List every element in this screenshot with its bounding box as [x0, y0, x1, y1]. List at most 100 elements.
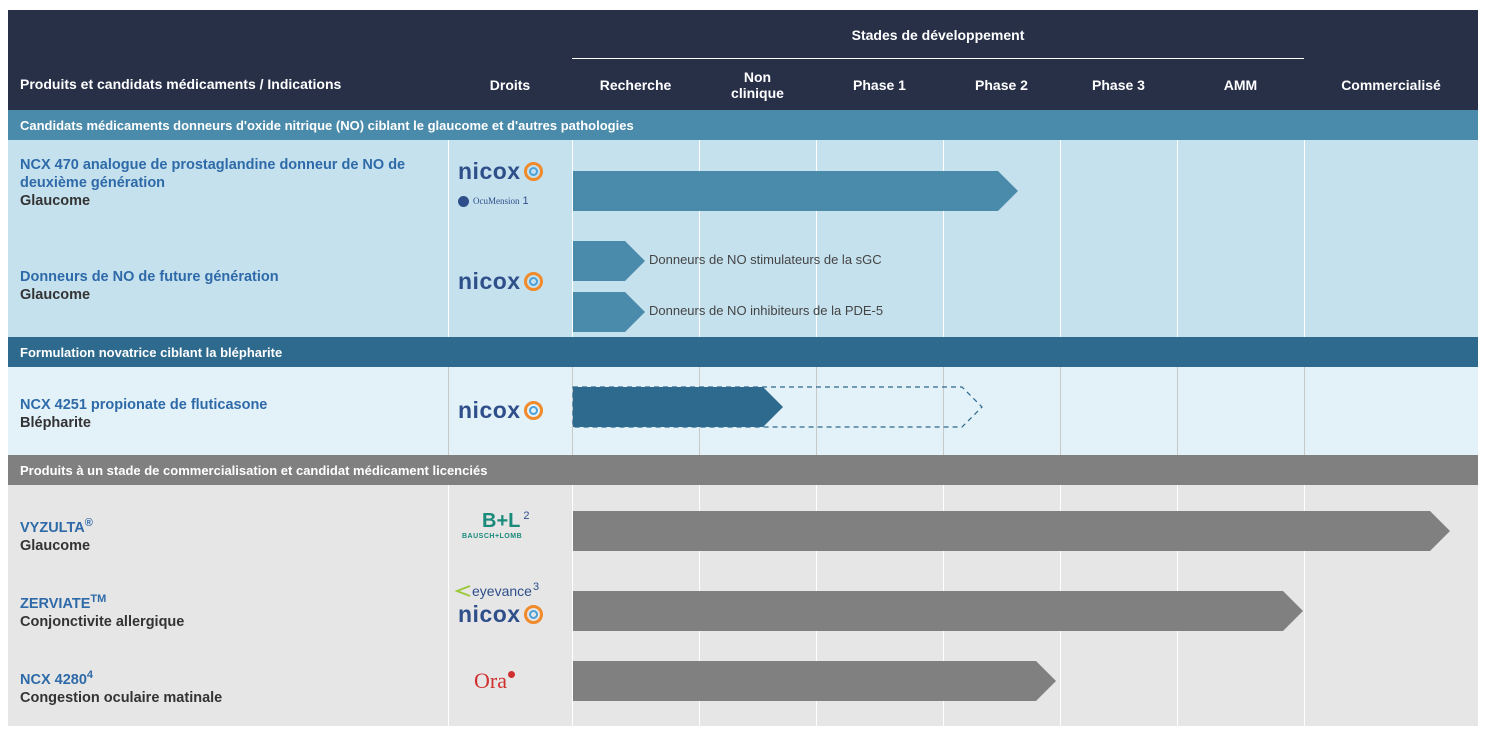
product-indication: Blépharite: [20, 415, 91, 431]
product-name: Donneurs de NO de future génération: [20, 269, 279, 285]
product-indication: Glaucome: [20, 287, 91, 303]
product-name: NCX 4280: [20, 671, 87, 688]
grid-line: [448, 367, 449, 455]
ocumension-icon: [458, 195, 469, 207]
rights-ncx4280: Ora: [474, 668, 564, 694]
arrow-label-sgc: Donneurs de NO stimulateurs de la sGC: [649, 252, 882, 267]
rights-vyzulta: B+L 2 BAUSCH+LOMB: [462, 510, 562, 540]
col-header-non-clinique-line1: Non: [743, 69, 772, 85]
col-header-amm: AMM: [1223, 77, 1258, 93]
bausch-lomb-mark: B+L: [482, 510, 521, 532]
arrow-zerviate: [573, 591, 1303, 631]
stages-group-label: Stades de développement: [851, 27, 1025, 43]
ocumension-logo-text: OcuMension: [473, 196, 520, 206]
product-name: ZERVIATE: [20, 595, 91, 612]
grid-line: [816, 367, 817, 455]
rights-future-no-donors: nicox: [458, 268, 568, 295]
section-band-no-donors: Candidats médicaments donneurs d'oxide n…: [8, 110, 1478, 140]
product-indication: Glaucome: [20, 193, 91, 209]
product-name-row: NCX 42804: [20, 666, 440, 689]
grid-line: [1060, 140, 1061, 337]
nicox-ring-icon: [523, 401, 543, 420]
product-name: VYZULTA: [20, 519, 85, 536]
product-ncx470: NCX 470 analogue de prostaglandine donne…: [20, 156, 440, 210]
rights-ncx4251: nicox: [458, 397, 568, 424]
grid-line: [1177, 140, 1178, 337]
product-name-sup: ®: [84, 517, 93, 529]
arrow-vyzulta: [573, 511, 1450, 551]
product-indication: Glaucome: [20, 537, 91, 554]
product-name-sup: TM: [90, 593, 107, 605]
grid-line: [1304, 367, 1305, 455]
nicox-logo: nicox: [458, 397, 568, 424]
nicox-logo: nicox: [458, 158, 568, 185]
table-header: [8, 10, 1478, 110]
arrow-pde5: [573, 292, 645, 332]
grid-line: [943, 367, 944, 455]
nicox-logo: nicox: [458, 268, 568, 295]
col-header-non-clinique-line2: clinique: [731, 85, 784, 101]
col-header-rights: Droits: [489, 77, 531, 93]
rights-zerviate: eyevance 3 nicox: [455, 581, 570, 628]
nicox-ring-icon: [523, 162, 543, 181]
product-name: NCX 4251 propionate de fluticasone: [20, 397, 268, 413]
col-header-commercialise: Commercialisé: [1341, 77, 1441, 93]
product-vyzulta: VYZULTA® Glaucome: [20, 514, 440, 555]
product-zerviate: ZERVIATETM Conjonctivite allergique: [20, 590, 440, 631]
col-header-products: Produits et candidats médicaments / Indi…: [20, 76, 342, 92]
nicox-logo-text: nicox: [458, 158, 521, 184]
grid-line: [572, 140, 573, 337]
nicox-ring-icon: [523, 272, 543, 291]
grid-line: [1304, 485, 1305, 726]
arrow-label-pde5: Donneurs de NO inhibiteurs de la PDE-5: [649, 303, 884, 318]
nicox-logo-text: nicox: [458, 601, 521, 627]
col-header-phase1: Phase 1: [853, 77, 906, 93]
eyevance-logo-text: eyevance: [472, 583, 532, 599]
col-header-recherche: Recherche: [599, 77, 672, 93]
product-indication: Conjonctivite allergique: [20, 613, 185, 630]
grid-line: [816, 140, 817, 337]
eyevance-logo: eyevance 3: [455, 581, 570, 599]
nicox-logo-text: nicox: [458, 397, 521, 423]
product-name-row: VYZULTA®: [20, 514, 440, 537]
col-header-phase2: Phase 2: [975, 77, 1028, 93]
ocumension-logo: OcuMension 1: [458, 195, 568, 207]
grid-line: [1060, 367, 1061, 455]
product-indication: Congestion oculaire matinale: [20, 689, 223, 706]
grid-line: [448, 140, 449, 337]
col-header-phase3: Phase 3: [1092, 77, 1145, 93]
rights-footnote: 3: [532, 581, 540, 593]
rights-ncx470: nicox OcuMension 1: [458, 158, 568, 207]
grid-line: [1177, 367, 1178, 455]
product-name-row: ZERVIATETM: [20, 590, 440, 613]
ora-logo-text: Ora: [474, 668, 507, 693]
grid-line: [1304, 140, 1305, 337]
rights-footnote: 2: [523, 510, 530, 522]
arrow-ncx470: [573, 171, 1018, 211]
ora-mark-icon: [507, 671, 515, 678]
product-ncx4251: NCX 4251 propionate de fluticasone Bléph…: [20, 396, 440, 432]
arrow-ncx4280: [573, 661, 1056, 701]
section-band-commercial: Produits à un stade de commercialisation…: [8, 455, 1478, 485]
arrow-sgc: [573, 241, 645, 281]
section-band-blepharitis: Formulation novatrice ciblant la bléphar…: [8, 337, 1478, 367]
grid-line: [572, 485, 573, 726]
product-ncx4280: NCX 42804 Congestion oculaire matinale: [20, 666, 440, 707]
product-future-no-donors: Donneurs de NO de future génération Glau…: [20, 268, 440, 304]
product-name: NCX 470 analogue de prostaglandine donne…: [20, 157, 406, 191]
bausch-lomb-text: BAUSCH+LOMB: [462, 533, 523, 540]
product-name-sup: 4: [86, 669, 94, 681]
arrow-ncx4251: [573, 387, 783, 427]
nicox-logo-text: nicox: [458, 268, 521, 294]
grid-line: [448, 485, 449, 726]
nicox-ring-icon: [523, 605, 543, 624]
stages-group-underline: [572, 58, 1304, 59]
grid-line: [943, 140, 944, 337]
nicox-logo: nicox: [458, 601, 570, 628]
grid-line: [699, 140, 700, 337]
col-header-non-clinique: Non clinique: [699, 64, 816, 106]
rights-footnote: 1: [522, 195, 529, 207]
ora-logo: Ora: [474, 668, 564, 694]
eyevance-icon: [455, 585, 471, 597]
